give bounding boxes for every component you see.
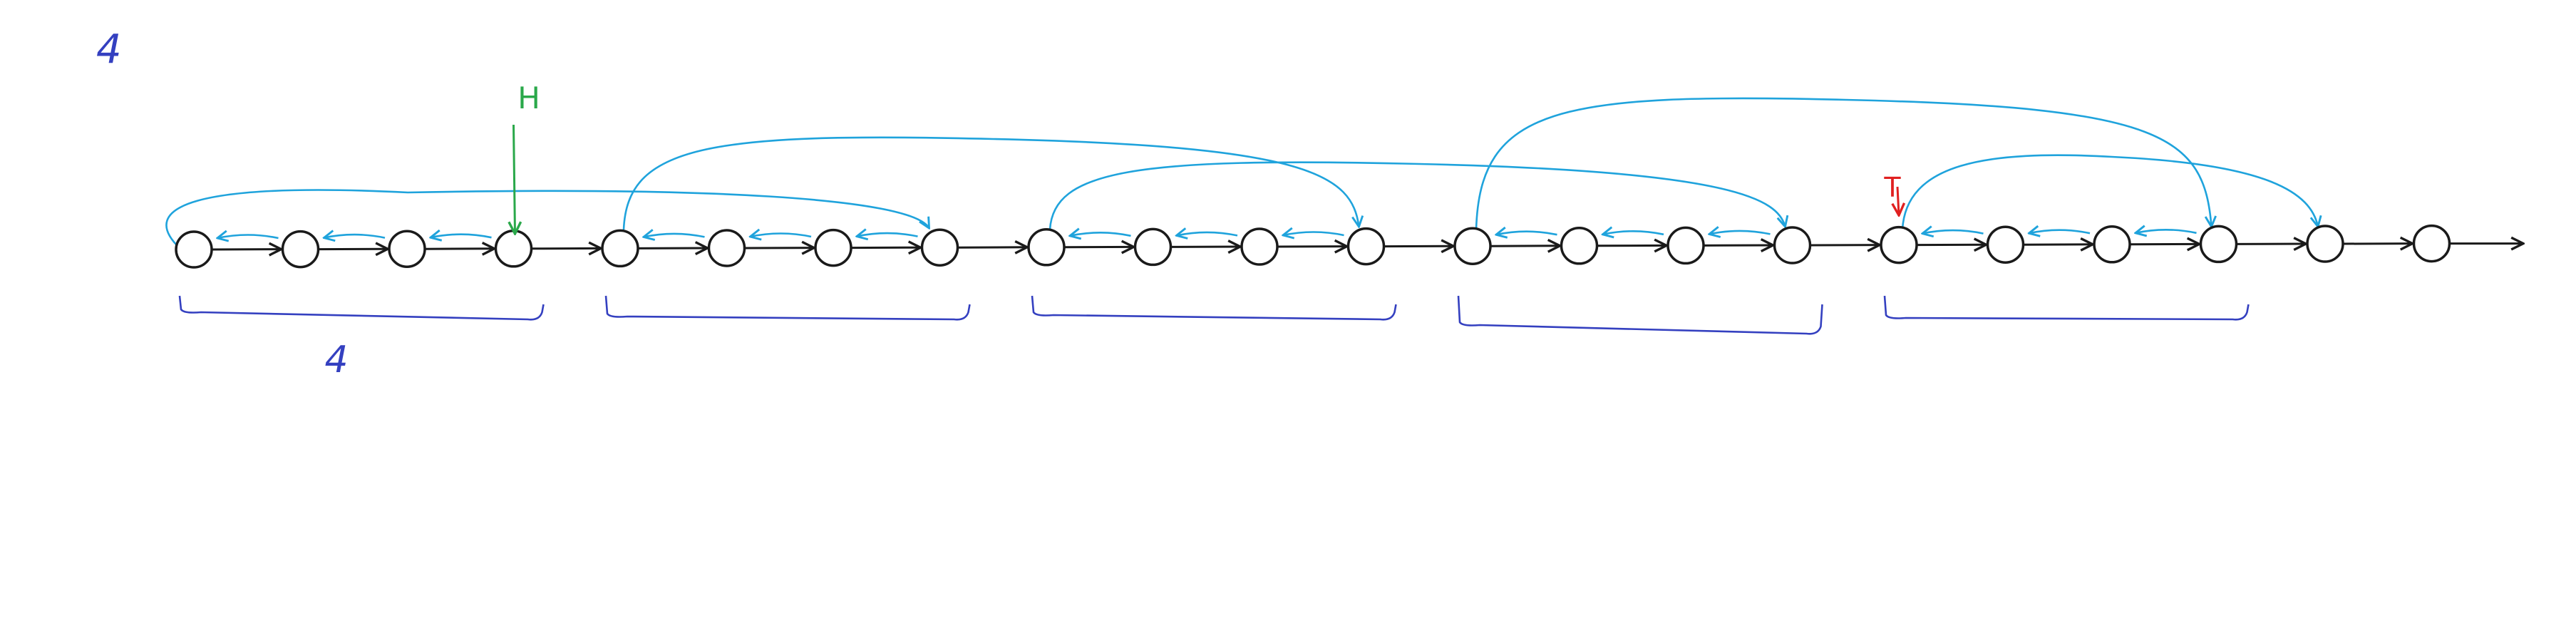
head-pointer: H <box>514 81 540 234</box>
reverse-arrow <box>644 234 705 237</box>
group-brackets <box>178 295 2250 335</box>
group-link-arc <box>622 136 1359 230</box>
list-nodes <box>175 224 2451 269</box>
group-size-label: 4 <box>324 339 348 381</box>
list-node <box>175 230 213 269</box>
list-node <box>2306 225 2344 263</box>
list-node <box>1880 225 1918 264</box>
list-node <box>2412 224 2451 263</box>
tail-arrow <box>1897 186 1899 215</box>
list-node <box>1773 226 1812 264</box>
list-node <box>1986 225 2025 264</box>
list-node <box>601 229 639 268</box>
reverse-arrow <box>2135 230 2197 233</box>
list-node <box>2093 225 2131 264</box>
list-node <box>281 230 320 269</box>
group-link-arcs <box>165 97 2318 249</box>
list-node <box>1346 227 1386 266</box>
reverse-arrow <box>857 233 918 237</box>
list-node <box>1666 226 1705 265</box>
corner-number-label: 4 <box>96 26 122 73</box>
group-bracket <box>1883 295 2250 321</box>
list-node <box>1240 227 1279 266</box>
list-node <box>1560 227 1599 265</box>
list-node <box>707 229 746 267</box>
reverse-arrow <box>1070 232 1131 236</box>
reverse-arrow <box>2029 230 2091 234</box>
reverse-arrow <box>217 235 279 239</box>
reverse-arrow <box>1709 231 1771 235</box>
list-node <box>1453 227 1492 265</box>
tail-pointer: T <box>1883 172 1901 215</box>
reverse-arrow <box>1603 231 1664 235</box>
list-node <box>920 228 959 267</box>
group-bracket <box>178 295 545 321</box>
group-bracket <box>1031 295 1397 321</box>
group-link-arc <box>165 189 929 249</box>
list-node <box>1027 228 1066 267</box>
group-link-arc <box>1475 97 2212 230</box>
list-node <box>494 230 533 268</box>
list-node <box>814 228 852 267</box>
list-node <box>2199 225 2238 264</box>
list-node <box>1133 227 1173 267</box>
reverse-arrow <box>1922 230 1984 234</box>
reverse-arrow <box>1496 232 1557 235</box>
reverse-arrow <box>1283 232 1344 236</box>
head-arrow <box>514 124 515 234</box>
head-label: H <box>517 81 540 115</box>
group-link-arc <box>1901 154 2318 230</box>
reverse-arrow <box>324 235 386 238</box>
reverse-arrow <box>1177 232 1238 236</box>
reverse-pointer-arrows <box>217 230 2197 238</box>
group-link-arc <box>1049 161 1786 230</box>
next-pointer-edges <box>211 244 2523 250</box>
group-bracket <box>604 295 971 321</box>
list-node <box>388 230 426 268</box>
reverse-arrow <box>751 234 812 237</box>
group-bracket <box>1457 295 1823 335</box>
reverse-arrow <box>431 235 492 238</box>
